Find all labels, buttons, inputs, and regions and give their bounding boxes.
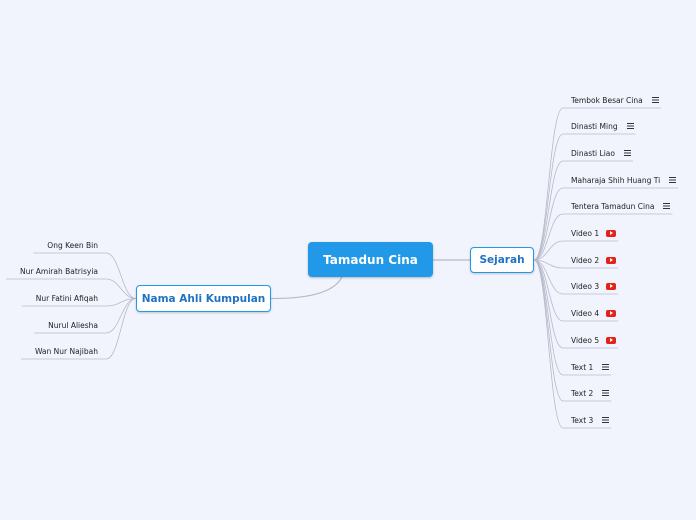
member-label: Nurul Aliesha [48, 320, 98, 330]
member-label: Wan Nur Najibah [35, 346, 98, 356]
sejarah-leaf-connector [533, 259, 619, 295]
sejarah-leaf-connector [533, 259, 619, 322]
subtopic-video-1[interactable]: Video 1 [571, 226, 617, 240]
note-icon[interactable] [651, 97, 659, 103]
nama-leaf-connector [21, 298, 137, 307]
sejarah-leaf-connector [533, 107, 661, 261]
note-icon[interactable] [626, 123, 634, 129]
subtopic-video-5[interactable]: Video 5 [571, 333, 617, 347]
subtopic-label: Text 3 [571, 415, 594, 425]
note-icon[interactable] [602, 364, 610, 370]
sejarah-leaf-connector [533, 259, 619, 269]
member-nurul-aliesha[interactable]: Nurul Aliesha [48, 318, 98, 332]
root-topic-label: Tamadun Cina [323, 252, 418, 267]
subtopic-label: Video 1 [571, 228, 600, 238]
subtopic-text-3[interactable]: Text 3 [571, 413, 610, 427]
nama-leaf-connector [5, 278, 137, 299]
root-to-nama-line [270, 276, 343, 300]
topic-nama-ahli-kumpulan-label: Nama Ahli Kumpulan [141, 292, 266, 305]
note-icon[interactable] [623, 150, 631, 156]
subtopic-video-4[interactable]: Video 4 [571, 306, 617, 320]
subtopic-label: Video 2 [571, 255, 600, 265]
youtube-icon[interactable] [606, 309, 617, 317]
subtopic-tentera-tamadun-cina[interactable]: Tentera Tamadun Cina [571, 199, 671, 213]
sejarah-leaf-connector [533, 240, 619, 261]
sejarah-leaf-connector [533, 259, 612, 429]
subtopic-label: Tembok Besar Cina [571, 95, 643, 105]
subtopic-label: Maharaja Shih Huang Ti [571, 175, 661, 185]
subtopic-tembok-besar-cina[interactable]: Tembok Besar Cina [571, 93, 659, 107]
subtopic-maharaja-shih-huang-ti[interactable]: Maharaja Shih Huang Ti [571, 173, 677, 187]
subtopic-label: Dinasti Ming [571, 121, 618, 131]
member-label: Ong Keen Bin [47, 240, 98, 250]
note-icon[interactable] [669, 177, 677, 183]
sejarah-leaf-connector [533, 133, 636, 261]
subtopic-label: Video 4 [571, 308, 600, 318]
member-ong-keen-bin[interactable]: Ong Keen Bin [47, 238, 98, 252]
nama-leaf-connector [34, 298, 137, 334]
youtube-icon[interactable] [606, 256, 617, 264]
subtopic-label: Video 3 [571, 281, 600, 291]
youtube-icon[interactable] [606, 336, 617, 344]
member-nur-amirah-batrisyia[interactable]: Nur Amirah Batrisyia [20, 264, 98, 278]
topic-sejarah-label: Sejarah [479, 254, 525, 266]
subtopic-dinasti-liao[interactable]: Dinasti Liao [571, 146, 631, 160]
note-icon[interactable] [602, 417, 610, 423]
subtopic-label: Tentera Tamadun Cina [571, 201, 655, 211]
topic-sejarah[interactable]: Sejarah [470, 247, 534, 273]
nama-leaf-connector [21, 298, 137, 360]
note-icon[interactable] [602, 390, 610, 396]
subtopic-video-2[interactable]: Video 2 [571, 253, 617, 267]
subtopic-video-3[interactable]: Video 3 [571, 279, 617, 293]
member-label: Nur Amirah Batrisyia [19, 266, 98, 276]
subtopic-dinasti-ming[interactable]: Dinasti Ming [571, 119, 634, 133]
nama-leaf-connector [33, 252, 137, 299]
member-wan-nur-najibah[interactable]: Wan Nur Najibah [35, 344, 98, 358]
subtopic-text-1[interactable]: Text 1 [571, 360, 610, 374]
subtopic-label: Dinasti Liao [571, 148, 615, 158]
member-label: Nur Fatini Afiqah [35, 293, 98, 303]
member-nur-fatini-afiqah[interactable]: Nur Fatini Afiqah [36, 291, 98, 305]
sejarah-leaf-connector [533, 213, 673, 261]
subtopic-text-2[interactable]: Text 2 [571, 386, 610, 400]
topic-nama-ahli-kumpulan[interactable]: Nama Ahli Kumpulan [136, 285, 271, 312]
subtopic-label: Text 2 [571, 388, 594, 398]
subtopic-label: Video 5 [571, 335, 600, 345]
subtopic-label: Text 1 [571, 362, 594, 372]
sejarah-leaf-connector [533, 187, 679, 261]
note-icon[interactable] [663, 203, 671, 209]
youtube-icon[interactable] [606, 229, 617, 237]
youtube-icon[interactable] [606, 282, 617, 290]
root-topic[interactable]: Tamadun Cina [308, 242, 433, 277]
